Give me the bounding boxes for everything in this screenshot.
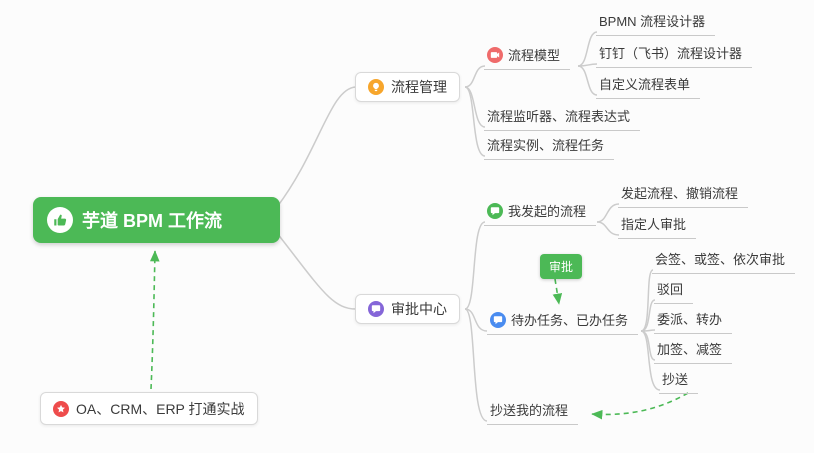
root-topic-label: 芋道 BPM 工作流 (82, 211, 223, 231)
topic-custom-form[interactable]: 自定义流程表单 (596, 71, 701, 99)
chat-icon (487, 202, 503, 219)
topic-todo-done[interactable]: 待办任务、已办任务 (487, 307, 639, 335)
topic-reject[interactable]: 驳回 (654, 276, 694, 304)
thumbs-up-icon (47, 207, 73, 233)
video-icon (487, 46, 503, 63)
topic-label: 委派、转办 (657, 312, 723, 327)
lightbulb-icon (368, 79, 384, 95)
topic-my-initiated[interactable]: 我发起的流程 (484, 198, 597, 226)
star-icon (53, 400, 69, 417)
topic-label: 钉钉（飞书）流程设计器 (599, 46, 743, 61)
topic-label: 我发起的流程 (508, 204, 587, 219)
topic-cc-my-process[interactable]: 抄送我的流程 (487, 397, 579, 425)
approval-relation-badge[interactable]: 审批 (540, 254, 583, 279)
topic-integration[interactable]: OA、CRM、ERP 打通实战 (40, 392, 258, 425)
topic-label: BPMN 流程设计器 (599, 14, 706, 29)
topic-label: 抄送 (662, 372, 689, 387)
topic-instance-task[interactable]: 流程实例、流程任务 (484, 132, 615, 160)
topic-process-management[interactable]: 流程管理 (355, 72, 460, 102)
topic-bpmn-designer[interactable]: BPMN 流程设计器 (596, 8, 716, 36)
badge-label: 审批 (549, 260, 574, 274)
topic-approval-center[interactable]: 审批中心 (355, 294, 460, 324)
chat-icon (368, 301, 384, 317)
topic-label: 流程管理 (391, 79, 447, 95)
topic-label: 自定义流程表单 (599, 77, 691, 92)
topic-label: 流程实例、流程任务 (487, 138, 605, 153)
topic-label: 驳回 (657, 282, 684, 297)
topic-label: 指定人审批 (621, 217, 687, 232)
topic-dingtalk-designer[interactable]: 钉钉（飞书）流程设计器 (596, 40, 753, 68)
topic-process-model[interactable]: 流程模型 (484, 42, 571, 70)
topic-label: 流程模型 (508, 48, 561, 63)
root-topic[interactable]: 芋道 BPM 工作流 (33, 197, 280, 243)
topic-label: 发起流程、撤销流程 (621, 186, 739, 201)
topic-add-remove-sign[interactable]: 加签、减签 (654, 336, 733, 364)
topic-label: OA、CRM、ERP 打通实战 (76, 400, 245, 417)
topic-label: 审批中心 (391, 301, 447, 317)
topic-label: 加签、减签 (657, 342, 723, 357)
topic-initiate-cancel[interactable]: 发起流程、撤销流程 (618, 180, 749, 208)
topic-label: 会签、或签、依次审批 (655, 252, 786, 267)
gray-branch-lines (276, 31, 661, 422)
topic-label: 流程监听器、流程表达式 (487, 109, 631, 124)
topic-countersign[interactable]: 会签、或签、依次审批 (652, 246, 796, 274)
topic-assignee-approval[interactable]: 指定人审批 (618, 211, 697, 239)
topic-label: 抄送我的流程 (490, 403, 569, 418)
topic-listener-expression[interactable]: 流程监听器、流程表达式 (484, 103, 641, 131)
topic-delegate-transfer[interactable]: 委派、转办 (654, 306, 733, 334)
topic-cc[interactable]: 抄送 (659, 366, 699, 394)
chat-icon (490, 311, 506, 328)
topic-label: 待办任务、已办任务 (511, 313, 629, 328)
green-relation-arrows (149, 250, 689, 420)
